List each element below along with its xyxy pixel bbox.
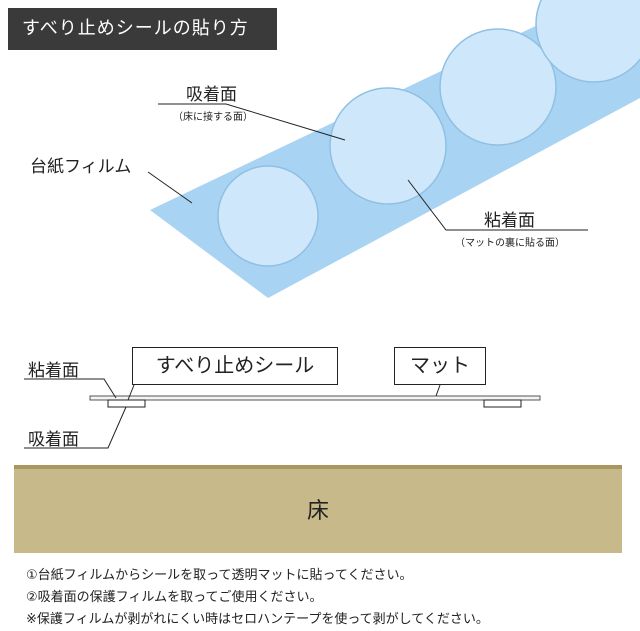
- seal-section-left: [107, 399, 146, 408]
- label-adsorption-face: 吸着面: [186, 85, 237, 105]
- page-title: すべり止めシールの貼り方: [8, 8, 277, 50]
- cs-label-mat: マット: [394, 347, 486, 385]
- label-adhesive-face-sub: （マットの裏に貼る面）: [455, 238, 565, 249]
- cs-label-adsorption-face: 吸着面: [28, 430, 79, 450]
- floor: 床: [14, 465, 622, 553]
- leader-line-cs-seal: [127, 384, 135, 401]
- seal-circle: [535, 0, 640, 83]
- cs-label-seal: すべり止めシール: [132, 347, 338, 385]
- note-line: ①台紙フィルムからシールを取って透明マットに貼ってください。: [26, 568, 413, 583]
- leader-line-backing-film: [147, 171, 193, 204]
- notes: ①台紙フィルムからシールを取って透明マットに貼ってください。 ②吸着面の保護フィ…: [26, 565, 489, 631]
- leader-line-cs-mat: [435, 384, 441, 397]
- seal-section-right: [483, 399, 522, 408]
- note-line: ②吸着面の保護フィルムを取ってご使用ください。: [26, 590, 323, 605]
- label-adhesive-face: 粘着面: [484, 211, 535, 231]
- leader-line-adhesive: [407, 179, 588, 231]
- seal-circle: [217, 165, 319, 267]
- cs-label-adhesive-face: 粘着面: [28, 361, 79, 381]
- leader-line-cs-adhesive: [24, 378, 117, 399]
- mat-layer: [89, 395, 541, 401]
- label-backing-film: 台紙フィルム: [30, 157, 132, 177]
- floor-label: 床: [306, 499, 329, 524]
- leader-line-adsorption: [158, 103, 346, 141]
- note-line: ※保護フィルムが剥がれにくい時はセロハンテープを使って剥がしてください。: [26, 612, 489, 627]
- leader-line-cs-adsorption: [24, 406, 127, 449]
- seal-circle: [439, 28, 557, 146]
- label-adsorption-face-sub: （床に接する面）: [173, 112, 253, 123]
- seal-circle: [329, 87, 447, 205]
